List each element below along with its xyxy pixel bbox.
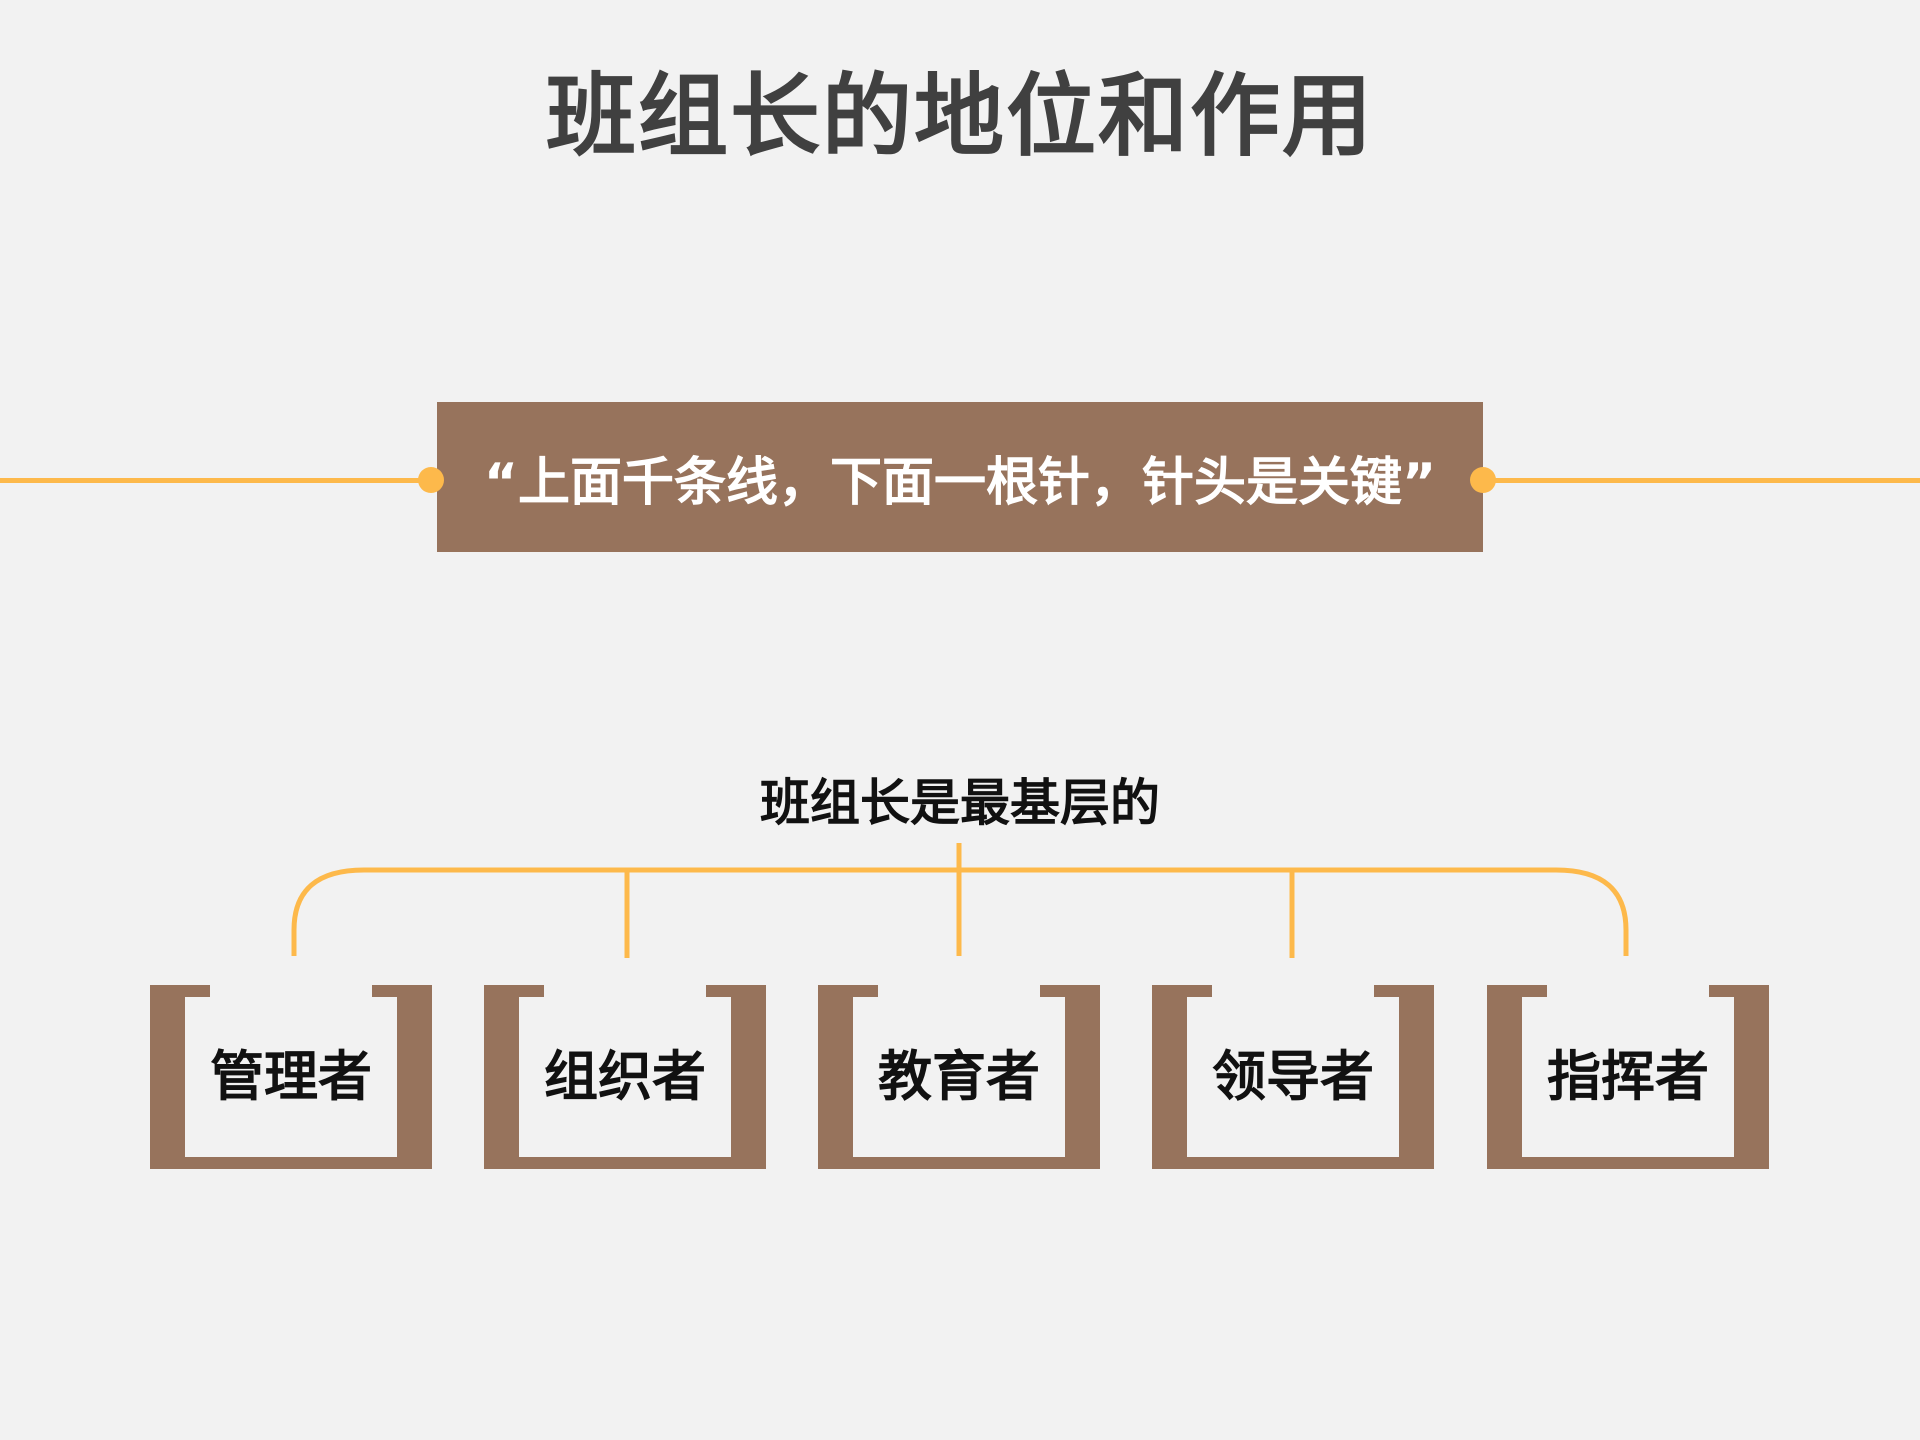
quote-line-right bbox=[1482, 478, 1920, 483]
role-box-manager: 管理者 bbox=[150, 985, 432, 1169]
quote-text: “上面千条线，下面一根针，针头是关键” bbox=[483, 452, 1437, 513]
role-label: 管理者 bbox=[210, 1044, 372, 1108]
role-label: 指挥者 bbox=[1547, 1044, 1709, 1108]
quote-dot-right bbox=[1470, 467, 1496, 493]
page-title: 班组长的地位和作用 bbox=[546, 64, 1374, 169]
role-label: 组织者 bbox=[544, 1044, 706, 1108]
quote-line-left bbox=[0, 478, 432, 483]
role-box-organizer: 组织者 bbox=[484, 985, 766, 1169]
role-label: 领导者 bbox=[1212, 1044, 1374, 1108]
role-box-leader: 领导者 bbox=[1152, 985, 1434, 1169]
connector-arc bbox=[291, 867, 1629, 956]
role-label: 教育者 bbox=[878, 1044, 1040, 1108]
role-box-commander: 指挥者 bbox=[1487, 985, 1769, 1169]
quote-box: “上面千条线，下面一根针，针头是关键” bbox=[437, 402, 1483, 552]
quote-dot-left bbox=[418, 467, 444, 493]
subtitle: 班组长是最基层的 bbox=[760, 774, 1160, 832]
role-box-educator: 教育者 bbox=[818, 985, 1100, 1169]
